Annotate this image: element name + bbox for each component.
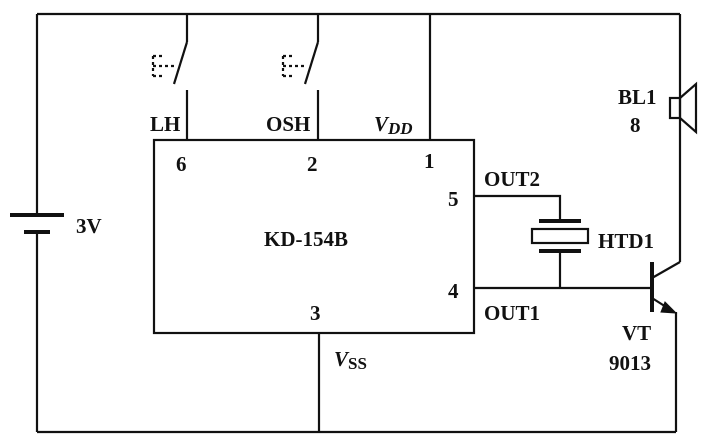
pin-5: 5 [448, 187, 459, 211]
speaker-icon [668, 81, 698, 135]
ic-box [152, 138, 476, 335]
label-out1: OUT1 [484, 301, 540, 325]
label-vdd: VDD [374, 112, 413, 138]
pin-1: 1 [424, 149, 435, 173]
label-lh: LH [150, 112, 180, 136]
label-bl1: BL1 [618, 85, 657, 109]
switch-osh [281, 14, 320, 140]
label-vss: VSS [334, 347, 367, 373]
pin-3: 3 [310, 301, 321, 325]
pin-2: 2 [307, 152, 318, 176]
out2-wire [474, 194, 562, 220]
label-9013: 9013 [609, 351, 651, 375]
piezo-buzzer-symbol [530, 219, 590, 253]
label-htd1: HTD1 [598, 229, 654, 253]
transistor-symbol [650, 261, 681, 314]
battery-symbol [10, 213, 64, 234]
label-out2: OUT2 [484, 167, 540, 191]
label-vt: VT [622, 321, 651, 345]
switch-lh [151, 14, 189, 140]
battery-label: 3V [76, 214, 102, 238]
label-8: 8 [630, 113, 641, 137]
pin-4: 4 [448, 279, 459, 303]
ic-name: KD-154B [264, 227, 348, 251]
pin-6: 6 [176, 152, 187, 176]
label-osh: OSH [266, 112, 310, 136]
